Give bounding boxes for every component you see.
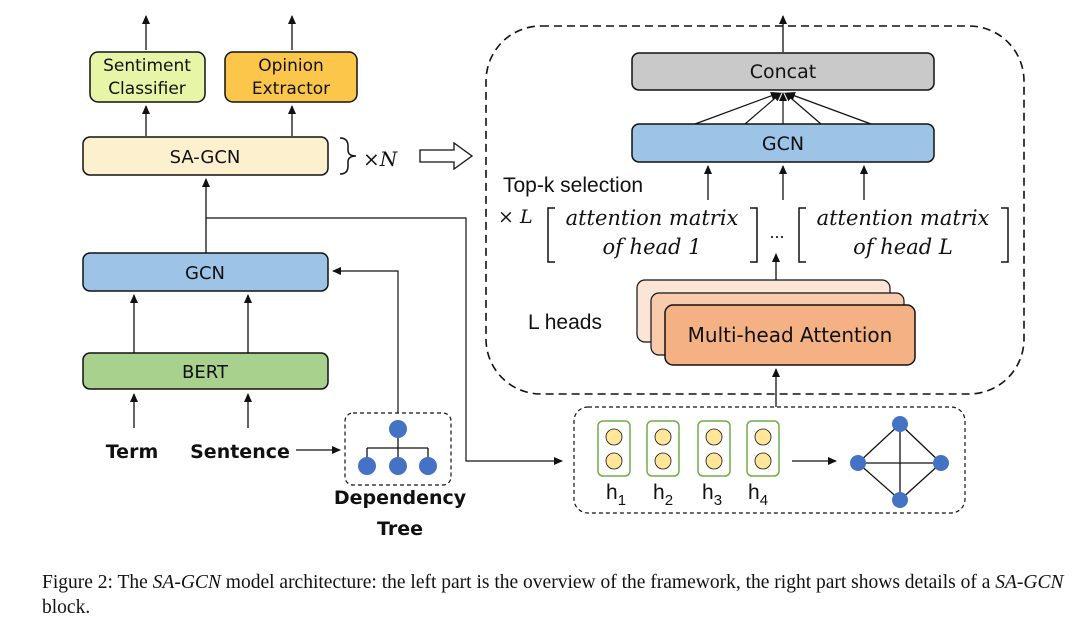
sentiment-classifier-box: Sentiment Classifier <box>89 51 206 103</box>
opinion-extractor-line2: Extractor <box>252 79 330 99</box>
sagcn-box: SA-GCN <box>82 136 329 176</box>
block-gcn-label: GCN <box>762 133 804 155</box>
opinion-extractor-box: Opinion Extractor <box>224 51 358 103</box>
sagcn-label: SA-GCN <box>170 147 241 168</box>
sentence-label: Sentence <box>190 441 290 463</box>
tree-leaf-node <box>389 457 407 475</box>
attention-matrix-1-line1: attention matrix <box>566 206 739 230</box>
hidden-label-h1: h1 <box>606 481 626 509</box>
caption-model-name: SA-GCN <box>995 572 1064 593</box>
fully-connected-graph <box>850 416 949 508</box>
left-gcn-label: GCN <box>185 263 225 284</box>
hidden-label-h4: h4 <box>748 481 768 509</box>
expand-arrow <box>419 141 474 171</box>
attention-matrix-head-1: attention matrix of head 1 <box>547 206 758 263</box>
hidden-state-h1 <box>597 420 631 477</box>
concat-label: Concat <box>750 61 816 83</box>
sentiment-classifier-line2: Classifier <box>108 79 186 99</box>
figure-caption: Figure 2: The SA-GCN model architecture:… <box>42 570 1082 620</box>
multi-head-attention-label: Multi-head Attention <box>688 323 893 347</box>
hidden-state-h2 <box>646 420 680 477</box>
dependency-tree-line1: Dependency <box>334 487 467 509</box>
block-gcn-box: GCN <box>631 123 935 163</box>
caption-suffix: block. <box>42 597 91 618</box>
bert-box: BERT <box>82 352 329 390</box>
hidden-state-h4 <box>746 420 780 477</box>
bert-label: BERT <box>182 362 229 383</box>
attention-matrix-head-l: attention matrix of head L <box>798 206 1009 263</box>
attention-matrix-l-line2: of head L <box>853 235 953 259</box>
tree-leaf-node <box>419 457 437 475</box>
repeat-brace <box>339 137 357 175</box>
caption-model-name: SA-GCN <box>152 572 221 593</box>
gcn-to-concat-arrow <box>744 92 782 125</box>
architecture-diagram: Sentiment Classifier Opinion Extractor S… <box>82 15 1025 540</box>
sagcn-block-outline <box>485 25 1025 395</box>
attention-matrix-1-line2: of head 1 <box>602 235 701 259</box>
graph-node <box>933 455 949 471</box>
times-n-label: ×N <box>363 147 399 171</box>
graph-node <box>850 455 866 471</box>
times-l-label: × L <box>498 206 533 228</box>
dependency-tree-line2: Tree <box>377 518 423 540</box>
tree-root-node <box>389 420 407 438</box>
hidden-label-h2: h2 <box>653 481 673 509</box>
graph-node <box>892 416 908 432</box>
attention-matrix-l-line1: attention matrix <box>817 206 990 230</box>
l-heads-label: L heads <box>528 311 602 334</box>
opinion-extractor-line1: Opinion <box>258 56 324 76</box>
hidden-states-box <box>573 406 966 514</box>
gcn-to-concat-arrow <box>786 92 872 125</box>
tree-leaf-node <box>358 457 376 475</box>
gcn-to-concat-arrow <box>784 92 822 125</box>
gcn-to-hidden-states-connector <box>206 217 563 465</box>
topk-selection-label: Top-k selection <box>503 174 643 197</box>
term-label: Term <box>106 441 159 463</box>
left-gcn-box: GCN <box>82 252 329 292</box>
multi-head-attention-stack: Multi-head Attention <box>636 279 916 366</box>
gcn-to-concat-arrow <box>694 92 780 125</box>
graph-node <box>892 492 908 508</box>
concat-box: Concat <box>631 52 935 91</box>
hidden-state-h3 <box>697 420 731 477</box>
caption-prefix: Figure 2: The <box>42 572 153 593</box>
ellipsis: ... <box>769 222 784 242</box>
caption-middle: model architecture: the left part is the… <box>220 572 996 593</box>
dependency-tree-graphic <box>344 412 452 486</box>
hidden-label-h3: h3 <box>702 481 722 509</box>
tree-to-gcn-arrow <box>332 267 399 413</box>
sentiment-classifier-line1: Sentiment <box>103 56 191 76</box>
